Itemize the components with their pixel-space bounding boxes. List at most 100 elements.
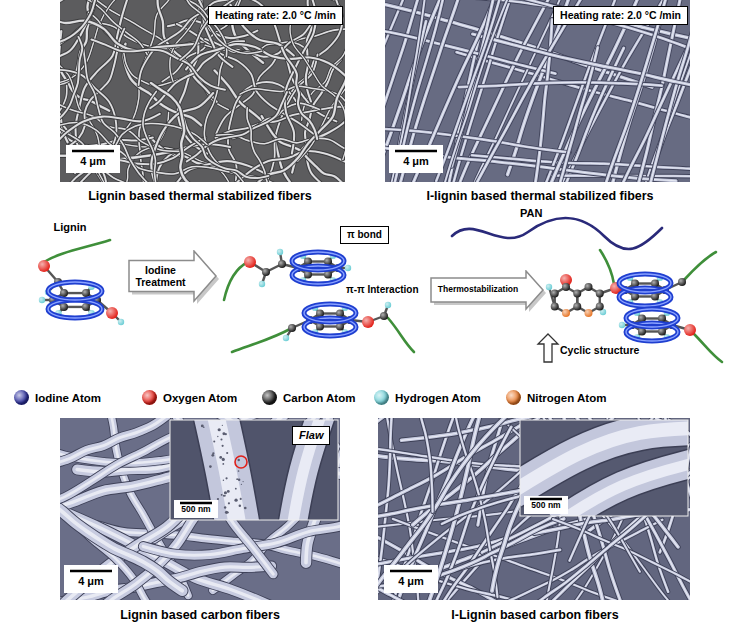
scale-bar (524, 496, 568, 514)
atom-sphere (585, 309, 593, 317)
surface-pore (223, 495, 225, 497)
arrow-shape (430, 270, 548, 314)
fiber-highlight (162, 0, 262, 53)
legend-text: Iodine Atom (35, 392, 101, 404)
fiber-shadow (553, 519, 690, 600)
scale-bar (389, 145, 443, 173)
fiber-shadow (385, 123, 676, 181)
surface-pore (222, 425, 223, 426)
sem-inset (556, 462, 688, 516)
atom-sphere (380, 312, 388, 320)
fiber-highlight (180, 0, 334, 60)
scale-bar-label: 500 nm (181, 505, 210, 515)
fiber (522, 20, 552, 182)
atom-sphere (82, 303, 90, 311)
atom-sphere (362, 316, 374, 328)
interaction-label: π-π Interaction (346, 284, 419, 296)
fiber (247, 108, 285, 182)
fiber (184, 119, 268, 178)
pi-electron-ring (304, 304, 356, 322)
fiber-highlight (282, 48, 317, 140)
figure-caption: I-lignin based thermal stabilized fibers (426, 189, 653, 203)
fiber-highlight (143, 91, 156, 182)
pi-electron-ring (304, 304, 356, 322)
surface-pore (220, 439, 222, 441)
scale-bar (66, 145, 120, 173)
atom-sphere (60, 303, 68, 311)
fiber-shadow (180, 0, 334, 60)
fiber (473, 34, 690, 124)
fiber-highlight (151, 83, 195, 182)
atom-sphere (259, 281, 265, 287)
fiber-highlight (536, 0, 673, 182)
pi-electron-ring (619, 274, 671, 292)
scale-bar-label: 4 μm (80, 155, 106, 168)
atom-sphere (82, 289, 90, 297)
atom (38, 249, 696, 341)
fiber-highlight (60, 37, 82, 133)
molecular-scheme (38, 218, 722, 362)
pi-electron-ring (48, 300, 102, 318)
scale-bar (395, 150, 437, 153)
fiber (154, 418, 340, 538)
fiber-shadow (162, 0, 262, 53)
fiber-highlight (521, 0, 690, 86)
node-text: Flaw (299, 429, 323, 442)
legend-swatch (262, 390, 277, 405)
figure-caption: Lignin based thermal stabilized fibers (88, 189, 312, 203)
legend-text: Carbon Atom (283, 392, 355, 404)
surface-pore (225, 433, 227, 435)
fiber-highlight (60, 418, 259, 529)
scale-bar (390, 570, 432, 573)
fiber-highlight (522, 20, 552, 182)
sem-inset (292, 420, 322, 520)
atom-sphere (244, 256, 256, 268)
pi-electron-ring (626, 309, 678, 327)
surface-pore (226, 452, 228, 454)
polymer-label: PAN (520, 207, 542, 220)
node-text: Heating rate: 2.0 °C /min (560, 9, 681, 22)
fiber-highlight (473, 34, 690, 124)
fiber-highlight (253, 52, 345, 182)
surface-pore (225, 511, 228, 514)
polymer-chain (44, 240, 110, 262)
inset-border (170, 420, 338, 520)
surface-pore (244, 507, 247, 510)
surface-pore (217, 436, 218, 437)
surface-pore (242, 481, 243, 482)
fiber-shadow (91, 39, 225, 89)
fiber-highlight (385, 123, 676, 181)
fiber (378, 418, 511, 599)
atom-sphere (684, 324, 696, 336)
surface-pore (211, 454, 214, 457)
fiber-shadow (522, 20, 552, 182)
scale-bar (72, 150, 114, 153)
fiber-shadow (473, 34, 690, 124)
fiber-highlight (385, 0, 477, 182)
fiber (186, 44, 345, 89)
fiber (60, 0, 158, 51)
polymer-chain (694, 334, 722, 362)
fiber-highlight (60, 0, 158, 51)
fiber (162, 0, 262, 53)
surface-pore (213, 440, 215, 442)
atom-sphere (262, 268, 270, 276)
surface-pore (238, 478, 240, 480)
fiber-highlight (184, 119, 268, 178)
fiber-shadow (60, 0, 158, 51)
pi-electron-ring (48, 300, 102, 318)
polymer-chain (600, 250, 614, 284)
atom-sphere (596, 303, 604, 311)
sem-inset (512, 420, 698, 524)
arrow-body (431, 271, 543, 309)
fiber-shadow (184, 119, 268, 178)
fiber-shadow (521, 0, 690, 86)
sem-inset (170, 420, 338, 520)
inset-border (520, 420, 688, 516)
legend-text: Oxygen Atom (163, 392, 237, 404)
fiber-highlight (378, 418, 511, 599)
condition-box: Heating rate: 2.0 °C /min (553, 6, 688, 25)
surface-pore (241, 484, 242, 485)
